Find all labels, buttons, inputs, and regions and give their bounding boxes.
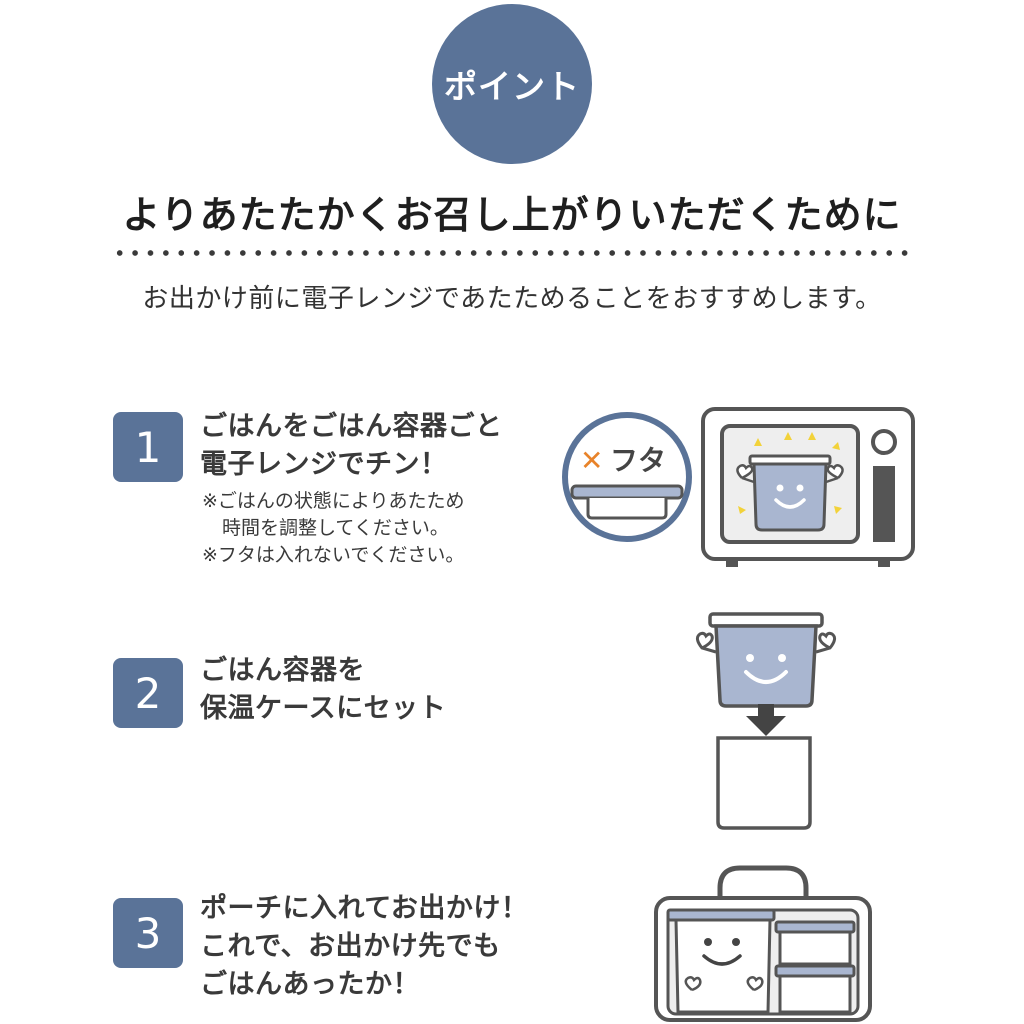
step-1-text: ごはんをごはん容器ごと 電子レンジでチン！ xyxy=(200,408,503,484)
no-lid-icon: ✕ フタ xyxy=(562,412,692,542)
step-2-line-1: ごはん容器を xyxy=(200,655,365,686)
lid-icon xyxy=(570,484,684,520)
page-subtitle: お出かけ前に電子レンジであたためることをおすすめします。 xyxy=(142,284,882,314)
page-title: よりあたたかくお召し上がりいただくために xyxy=(122,193,902,237)
step-1-note-1: ※ごはんの状態によりあたため xyxy=(202,490,465,512)
step-3-line-1: ポーチに入れてお出かけ！ xyxy=(200,893,529,924)
step-1-note-3: ※フタは入れないでください。 xyxy=(202,544,465,566)
step-2-line-2: 保温ケースにセット xyxy=(200,693,447,724)
arrow-down-icon xyxy=(746,704,786,736)
rice-container-icon xyxy=(736,454,844,532)
step-3-text: ポーチに入れてお出かけ！ これで、お出かけ先でも ごはんあったか！ xyxy=(200,890,528,1004)
lid-label: フタ xyxy=(610,444,666,477)
step-1-notes: ※ごはんの状態によりあたため 時間を調整してください。 ※フタは入れないでくださ… xyxy=(202,488,465,569)
point-badge: ポイント xyxy=(432,4,592,164)
insulated-case-icon xyxy=(716,736,812,830)
microwave-icon xyxy=(701,407,915,567)
step-1-line-2: 電子レンジでチン！ xyxy=(200,449,448,480)
lunch-bag-icon xyxy=(654,865,872,1022)
rice-container-icon xyxy=(666,908,776,1014)
set-in-case-illustration xyxy=(695,612,837,830)
step-1-number: 1 xyxy=(113,412,183,482)
rice-container-icon xyxy=(695,612,837,708)
step-3-number: 3 xyxy=(113,898,183,968)
side-container-icon xyxy=(774,920,856,1014)
step-1-line-1: ごはんをごはん容器ごと xyxy=(200,411,503,442)
step-3-line-2: これで、お出かけ先でも xyxy=(200,931,501,962)
step-3-line-3: ごはんあったか！ xyxy=(200,969,420,1000)
cross-mark-icon: ✕ xyxy=(580,444,603,477)
step-2-number: 2 xyxy=(113,658,183,728)
sparkle-icon xyxy=(738,432,842,514)
point-badge-label: ポイント xyxy=(444,67,580,106)
dotted-divider xyxy=(112,248,912,258)
step-1-note-2: 時間を調整してください。 xyxy=(222,517,449,539)
step-2-text: ごはん容器を 保温ケースにセット xyxy=(200,652,446,728)
